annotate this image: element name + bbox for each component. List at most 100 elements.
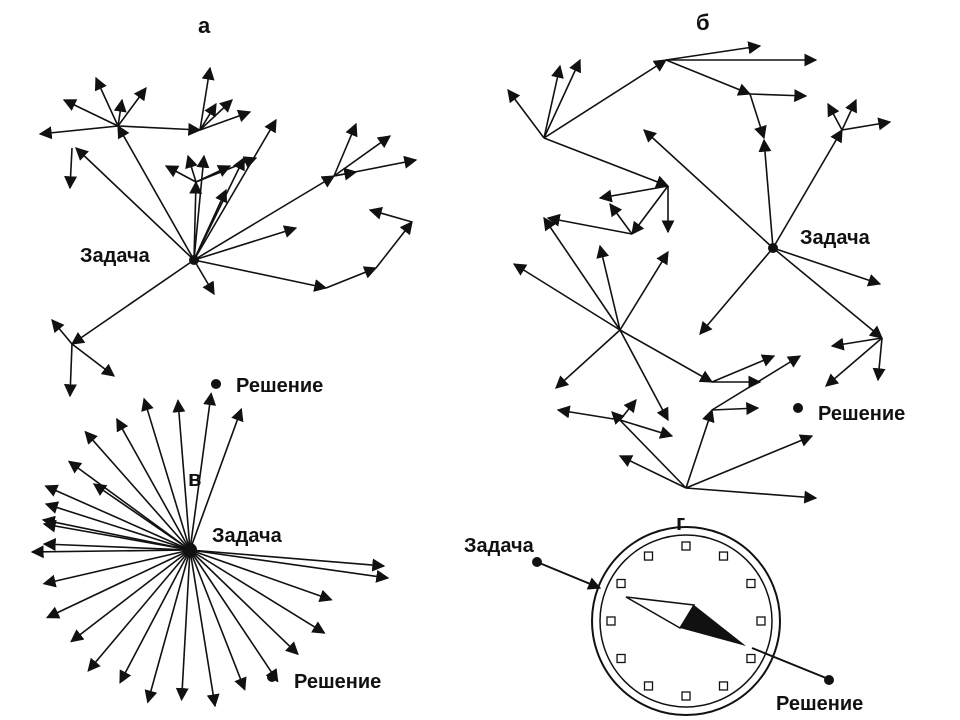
panel-d-compass-needle-light — [625, 596, 696, 630]
panel-b-arrow — [619, 398, 637, 421]
panel-c-arrow — [30, 545, 191, 559]
panel-a-arrow — [333, 122, 358, 177]
panel-c-arrow — [116, 417, 191, 551]
panel-b-arrow — [611, 411, 687, 489]
panel-a-problem-label: Задача — [80, 245, 151, 267]
panel-a-arrow — [199, 109, 252, 131]
panel-a-arrow — [185, 154, 198, 183]
panel-b-arrow — [685, 408, 715, 489]
panel-b-arrow — [749, 89, 808, 103]
panel-c-arrow — [144, 549, 191, 704]
panel-b-arrow — [685, 434, 814, 489]
panel-a-arrow — [193, 259, 215, 296]
dial-tick — [616, 653, 626, 664]
panel-b-arrow — [665, 59, 752, 96]
panel-c-fan-search — [30, 392, 390, 708]
panel-c-problem-label: Задача — [212, 525, 283, 547]
panel-a-arrow — [117, 86, 147, 127]
panel-c-arrow — [44, 484, 191, 551]
panel-b-arrow — [512, 263, 621, 331]
panel-b-arrow — [546, 213, 633, 235]
panel-a-arrow — [193, 154, 210, 261]
panel-a-arrow — [193, 259, 328, 292]
panel-c-arrow — [189, 549, 326, 634]
panel-c-arrow — [189, 392, 217, 551]
panel-b-arrow — [830, 337, 883, 351]
panel-b-arrow — [827, 102, 843, 131]
dial-tick — [616, 578, 626, 589]
panel-a-arrow — [113, 98, 127, 127]
panel-b-problem-label: Задача — [800, 227, 871, 249]
panel-c-problem-node — [183, 543, 197, 557]
panel-c-arrow — [189, 549, 247, 691]
panel-a-arrow — [117, 122, 202, 136]
panel-c-arrow — [189, 407, 244, 551]
panel-a-arrow — [71, 343, 116, 377]
panel-b-solution-label: Решение — [818, 403, 905, 425]
panel-a-arrow — [193, 156, 245, 261]
panel-c-arrow — [141, 397, 191, 551]
panel-c-arrow — [70, 549, 191, 643]
panel-b-arrow — [841, 98, 857, 131]
panel-a-arrow — [193, 118, 277, 261]
panel-a-arrow — [164, 165, 197, 183]
panel-c-arrow — [119, 549, 191, 684]
panel-c-arrow — [42, 537, 191, 551]
panel-a-solution-node — [211, 379, 221, 389]
panel-b-arrow — [631, 185, 669, 236]
panel-a-arrow — [75, 147, 195, 261]
panel-b-solution-node — [793, 403, 803, 413]
panel-a-arrow — [193, 175, 336, 261]
panel-b-arrow — [772, 128, 843, 249]
panel-a-arrow — [117, 124, 195, 261]
panel-a-random-search — [38, 66, 418, 398]
panel-b-arrow — [699, 247, 774, 335]
panel-b-arrow — [507, 88, 545, 139]
panel-c-arrow — [172, 399, 191, 551]
panel-b-arrow — [596, 244, 621, 331]
panel-d-directed-search — [536, 526, 827, 716]
panel-a-arrow — [62, 99, 119, 127]
panel-a-arrow — [193, 225, 298, 261]
panel-a-solution-label: Решение — [236, 375, 323, 397]
panel-a-arrow — [64, 147, 78, 190]
panel-c-solution-label: Решение — [294, 671, 381, 693]
dial-tick — [718, 681, 729, 691]
panel-b-arrow — [665, 41, 762, 61]
panel-a-arrow — [94, 76, 119, 127]
panel-b-arrow — [543, 58, 581, 139]
panel-b-arrow — [643, 129, 774, 249]
panel-b-arrow — [543, 137, 670, 188]
panel-a-arrow — [63, 343, 77, 398]
panel-b-arrow — [772, 247, 882, 287]
panel-c-arrow — [189, 549, 390, 583]
dial-tick — [746, 578, 756, 589]
panel-b-arrow — [618, 455, 687, 489]
panel-c-arrow — [45, 549, 191, 619]
dial-tick — [746, 653, 756, 664]
panel-c-arrow — [175, 549, 191, 702]
panel-a-arrow — [38, 125, 119, 140]
panel-c-arrow — [189, 549, 299, 656]
panel-b-arrow — [609, 202, 633, 235]
panel-c-arrow — [44, 501, 191, 551]
panel-a-arrow — [199, 102, 217, 131]
panel-d-letter: г — [676, 510, 685, 535]
panel-b-arrow — [872, 337, 886, 382]
panel-b-arrow — [825, 337, 883, 387]
panel-a-arrow — [195, 156, 258, 183]
panel-b-problem-node — [768, 243, 778, 253]
panel-b-arrow — [619, 419, 674, 439]
panel-b-arrow — [598, 185, 669, 203]
panel-a-arrow — [199, 66, 215, 131]
panel-d-problem-node — [532, 557, 542, 567]
dial-tick — [756, 616, 766, 626]
panel-b-arrow — [555, 329, 621, 389]
panel-c-arrow — [189, 549, 279, 683]
panel-b-arrow — [619, 329, 669, 422]
dial-tick — [681, 541, 691, 551]
dial-tick — [718, 551, 729, 561]
panel-d-compass-needle-dark — [680, 605, 746, 646]
panel-b-arrow — [543, 216, 621, 331]
